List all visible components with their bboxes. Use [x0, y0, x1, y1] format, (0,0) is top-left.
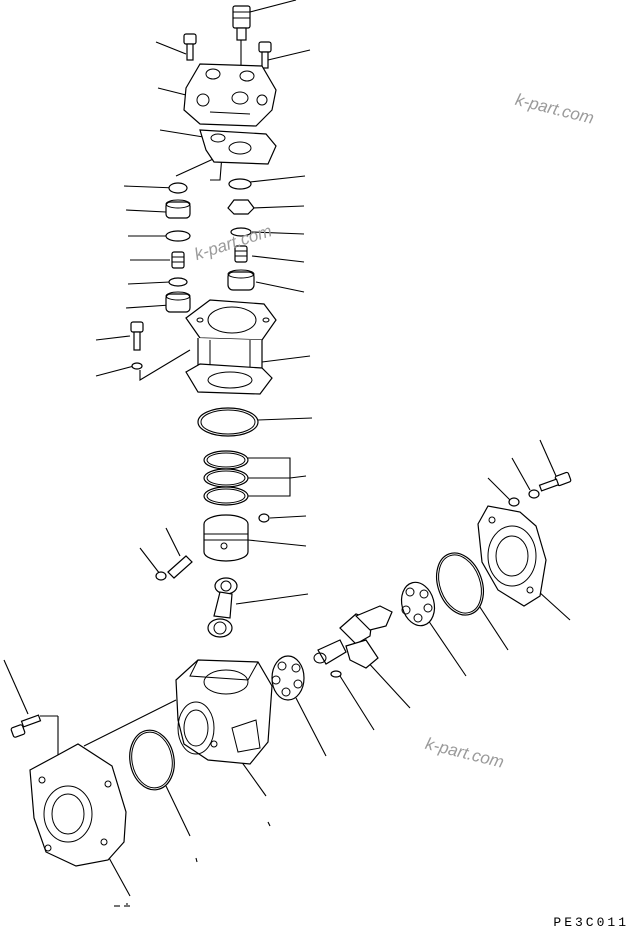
- callout-lines: [3, 0, 571, 907]
- cylinder-block: [185, 299, 277, 395]
- piston-pin-clip: [155, 513, 270, 581]
- connecting-rod: [207, 577, 238, 638]
- piston: [203, 514, 249, 562]
- crankcase: [175, 659, 273, 765]
- cover-o-ring: [436, 552, 484, 616]
- cover-bolt: [538, 471, 572, 492]
- spring-washer: [528, 489, 540, 499]
- piston-pin: [167, 555, 193, 579]
- cylinder-o-ring: [197, 407, 259, 437]
- front-o-ring: [129, 729, 175, 791]
- outlet-fitting: [232, 5, 251, 78]
- head-bolt-right: [258, 41, 272, 69]
- plain-washer: [508, 497, 520, 507]
- drawing-code: PE3C011: [553, 915, 629, 930]
- cylinder-bolt: [130, 321, 144, 370]
- head-gasket: [199, 129, 277, 165]
- head-bolt-left: [183, 33, 197, 61]
- cylinder-head: [183, 63, 277, 127]
- valve-parts-right: [227, 178, 255, 291]
- front-bolt: [10, 714, 42, 738]
- ball-bearing-rear: [400, 581, 436, 627]
- ball-bearing-front: [271, 655, 305, 701]
- bearing-cover-rear: [477, 505, 547, 607]
- crankshaft: [313, 605, 393, 669]
- piston-rings: [203, 450, 249, 506]
- front-cover: [29, 743, 127, 867]
- valve-parts-left: [165, 182, 191, 313]
- key: [330, 670, 342, 678]
